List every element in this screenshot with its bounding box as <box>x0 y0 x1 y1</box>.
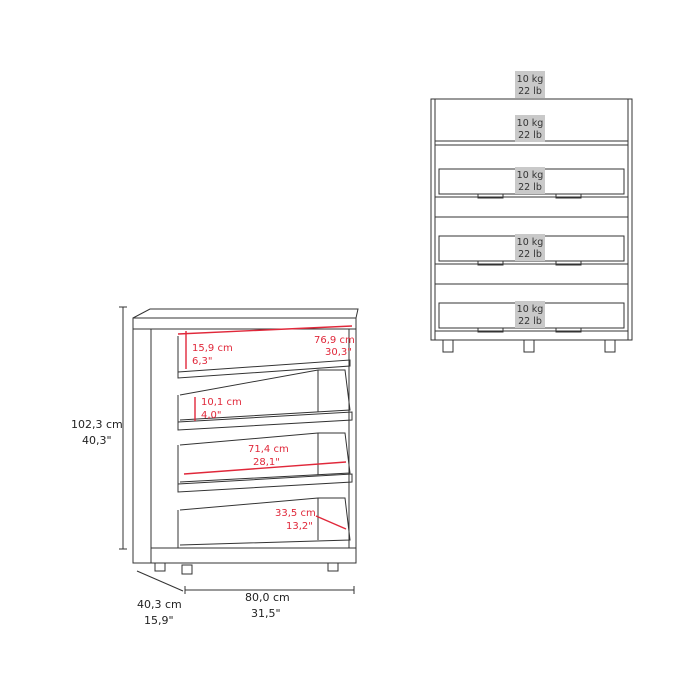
load-lb: 22 lb <box>518 130 542 141</box>
plinth <box>150 547 357 564</box>
inner-width-cm: 76,9 cm <box>314 335 355 346</box>
foot <box>154 562 166 572</box>
load-label-drawer-3: 10 kg 22 lb <box>515 301 545 328</box>
drawer-width-cm: 71,4 cm <box>248 444 289 455</box>
cabinet-top <box>132 308 359 319</box>
foot <box>442 339 454 353</box>
load-lb: 22 lb <box>518 182 542 193</box>
load-label-top: 10 kg 22 lb <box>515 71 545 98</box>
foot <box>604 339 616 353</box>
load-kg: 10 kg <box>517 170 544 181</box>
drawer-height-cm: 10,1 cm <box>201 397 242 408</box>
drawer-width-in: 28,1" <box>253 457 280 468</box>
left-side <box>132 328 152 564</box>
height-in: 40,3" <box>82 434 112 447</box>
load-lb: 22 lb <box>518 249 542 260</box>
load-lb: 22 lb <box>518 316 542 327</box>
load-lb: 22 lb <box>518 86 542 97</box>
drawer-height-in: 4,0" <box>201 410 222 421</box>
top-shelf-height-in: 6,3" <box>192 356 213 367</box>
foot <box>523 339 535 353</box>
drawer-depth-line <box>315 515 347 530</box>
foot <box>327 562 339 572</box>
cabinet-perspective <box>132 308 359 575</box>
load-kg: 10 kg <box>517 118 544 129</box>
load-label-drawer-2: 10 kg 22 lb <box>515 234 545 261</box>
drawer-depth-cm: 33,5 cm <box>275 508 316 519</box>
depth-in: 15,9" <box>144 614 174 627</box>
drawer-width-line <box>183 461 347 475</box>
inner-width-in: 30,3" <box>325 347 352 358</box>
depth-cm: 40,3 cm <box>137 598 182 611</box>
load-kg: 10 kg <box>517 304 544 315</box>
width-in: 31,5" <box>251 607 281 620</box>
inner-width-line <box>177 325 353 335</box>
top-edge <box>132 317 357 330</box>
height-cm: 102,3 cm <box>71 418 123 431</box>
cabinet-front-view <box>430 98 633 353</box>
drawer-depth-in: 13,2" <box>286 521 313 532</box>
load-kg: 10 kg <box>517 237 544 248</box>
load-label-shelf: 10 kg 22 lb <box>515 115 545 142</box>
foot <box>181 564 193 575</box>
width-cm: 80,0 cm <box>245 591 290 604</box>
top-shelf-height-cm: 15,9 cm <box>192 343 233 354</box>
drawer-1 <box>177 369 353 431</box>
load-label-drawer-1: 10 kg 22 lb <box>515 167 545 194</box>
depth-line <box>136 570 184 592</box>
drawer-2 <box>177 432 353 493</box>
drawer-3 <box>177 497 351 548</box>
load-kg: 10 kg <box>517 74 544 85</box>
